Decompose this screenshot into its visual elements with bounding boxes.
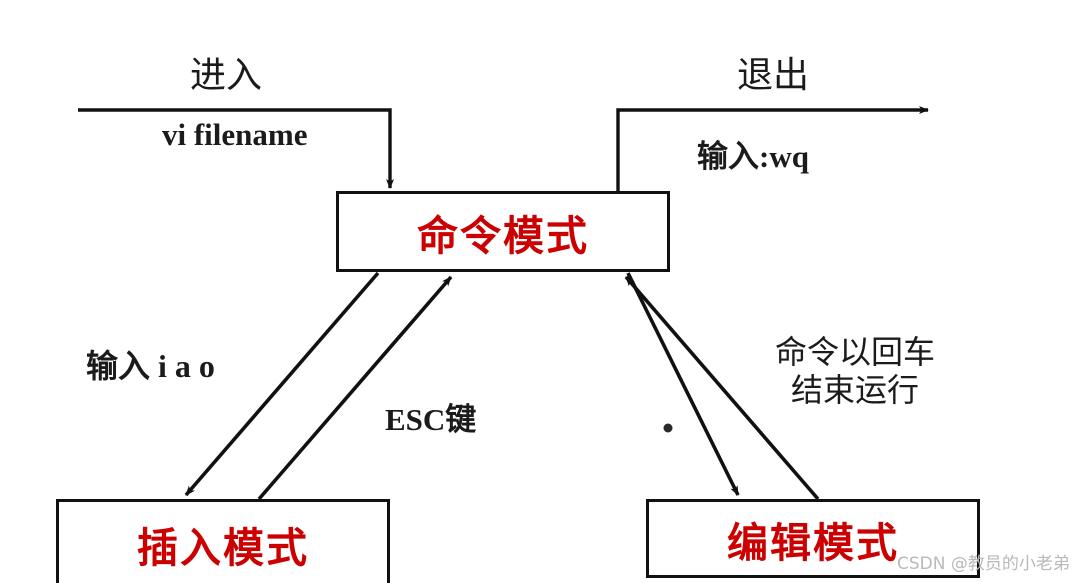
arrow-command-to-insert <box>184 271 380 497</box>
arrow-command-to-exit <box>616 106 929 191</box>
arrow-edit-to-command <box>624 275 820 501</box>
label-to-insert-keys: 输入 i a o <box>86 348 215 384</box>
node-insert-mode-label: 插入模式 <box>137 524 309 572</box>
label-command-enter-run-line1: 命令以回车 <box>775 333 936 371</box>
csdn-watermark: CSDN @教员的小老弟 <box>897 554 1070 574</box>
label-esc-key: ESC键 <box>385 402 477 437</box>
arrow-insert-to-command <box>257 275 453 501</box>
node-edit-mode[interactable]: 编辑模式 <box>646 499 980 578</box>
node-insert-mode[interactable]: 插入模式 <box>56 499 390 583</box>
label-command-enter-run-line2: 结束运行 <box>791 370 920 409</box>
label-enter-command: vi filename <box>162 117 308 152</box>
line-dot-marker <box>663 423 673 433</box>
node-command-mode[interactable]: 命令模式 <box>336 191 670 272</box>
node-edit-mode-label: 编辑模式 <box>727 518 899 567</box>
label-enter: 进入 <box>190 55 263 96</box>
arrow-command-to-edit <box>626 272 740 496</box>
label-exit-command: 输入:wq <box>697 139 809 174</box>
node-command-mode-label: 命令模式 <box>417 211 589 260</box>
arrow-enter-to-command <box>78 108 394 189</box>
label-command-enter-run: 命令以回车 结束运行 <box>775 333 936 410</box>
label-exit: 退出 <box>737 55 810 96</box>
